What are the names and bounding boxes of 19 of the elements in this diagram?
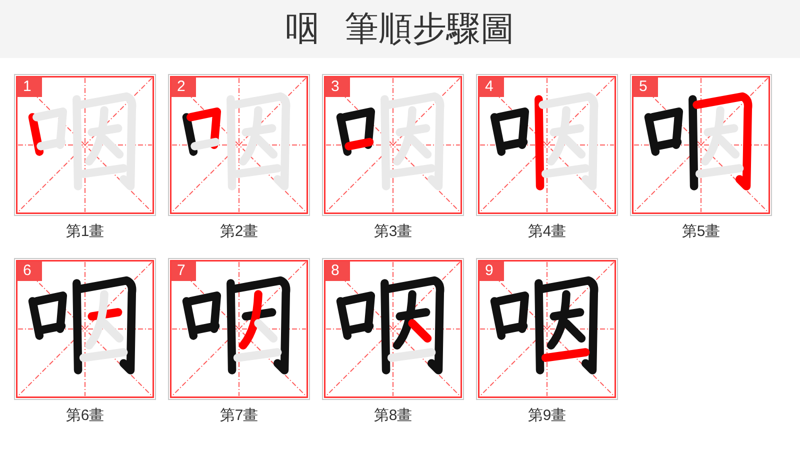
number-tag: 7 <box>171 261 196 281</box>
number-tag: 6 <box>17 261 42 281</box>
step-caption: 第3畫 <box>374 223 412 241</box>
title: 咽 筆順步驟圖 <box>286 8 514 51</box>
step-caption: 第5畫 <box>682 223 720 241</box>
step-caption: 第4畫 <box>528 223 566 241</box>
number-tag: 8 <box>325 261 350 281</box>
step-caption: 第1畫 <box>66 223 104 241</box>
number-tag: 3 <box>325 77 350 97</box>
step-caption: 第6畫 <box>66 407 104 425</box>
number-tag: 5 <box>633 77 658 97</box>
step-caption: 第2畫 <box>220 223 258 241</box>
step-caption: 第8畫 <box>374 407 412 425</box>
number-tag: 4 <box>479 77 504 97</box>
step-caption: 第7畫 <box>220 407 258 425</box>
number-tag: 9 <box>479 261 504 281</box>
number-tag: 2 <box>171 77 196 97</box>
number-tag: 1 <box>17 77 42 97</box>
step-caption: 第9畫 <box>528 407 566 425</box>
